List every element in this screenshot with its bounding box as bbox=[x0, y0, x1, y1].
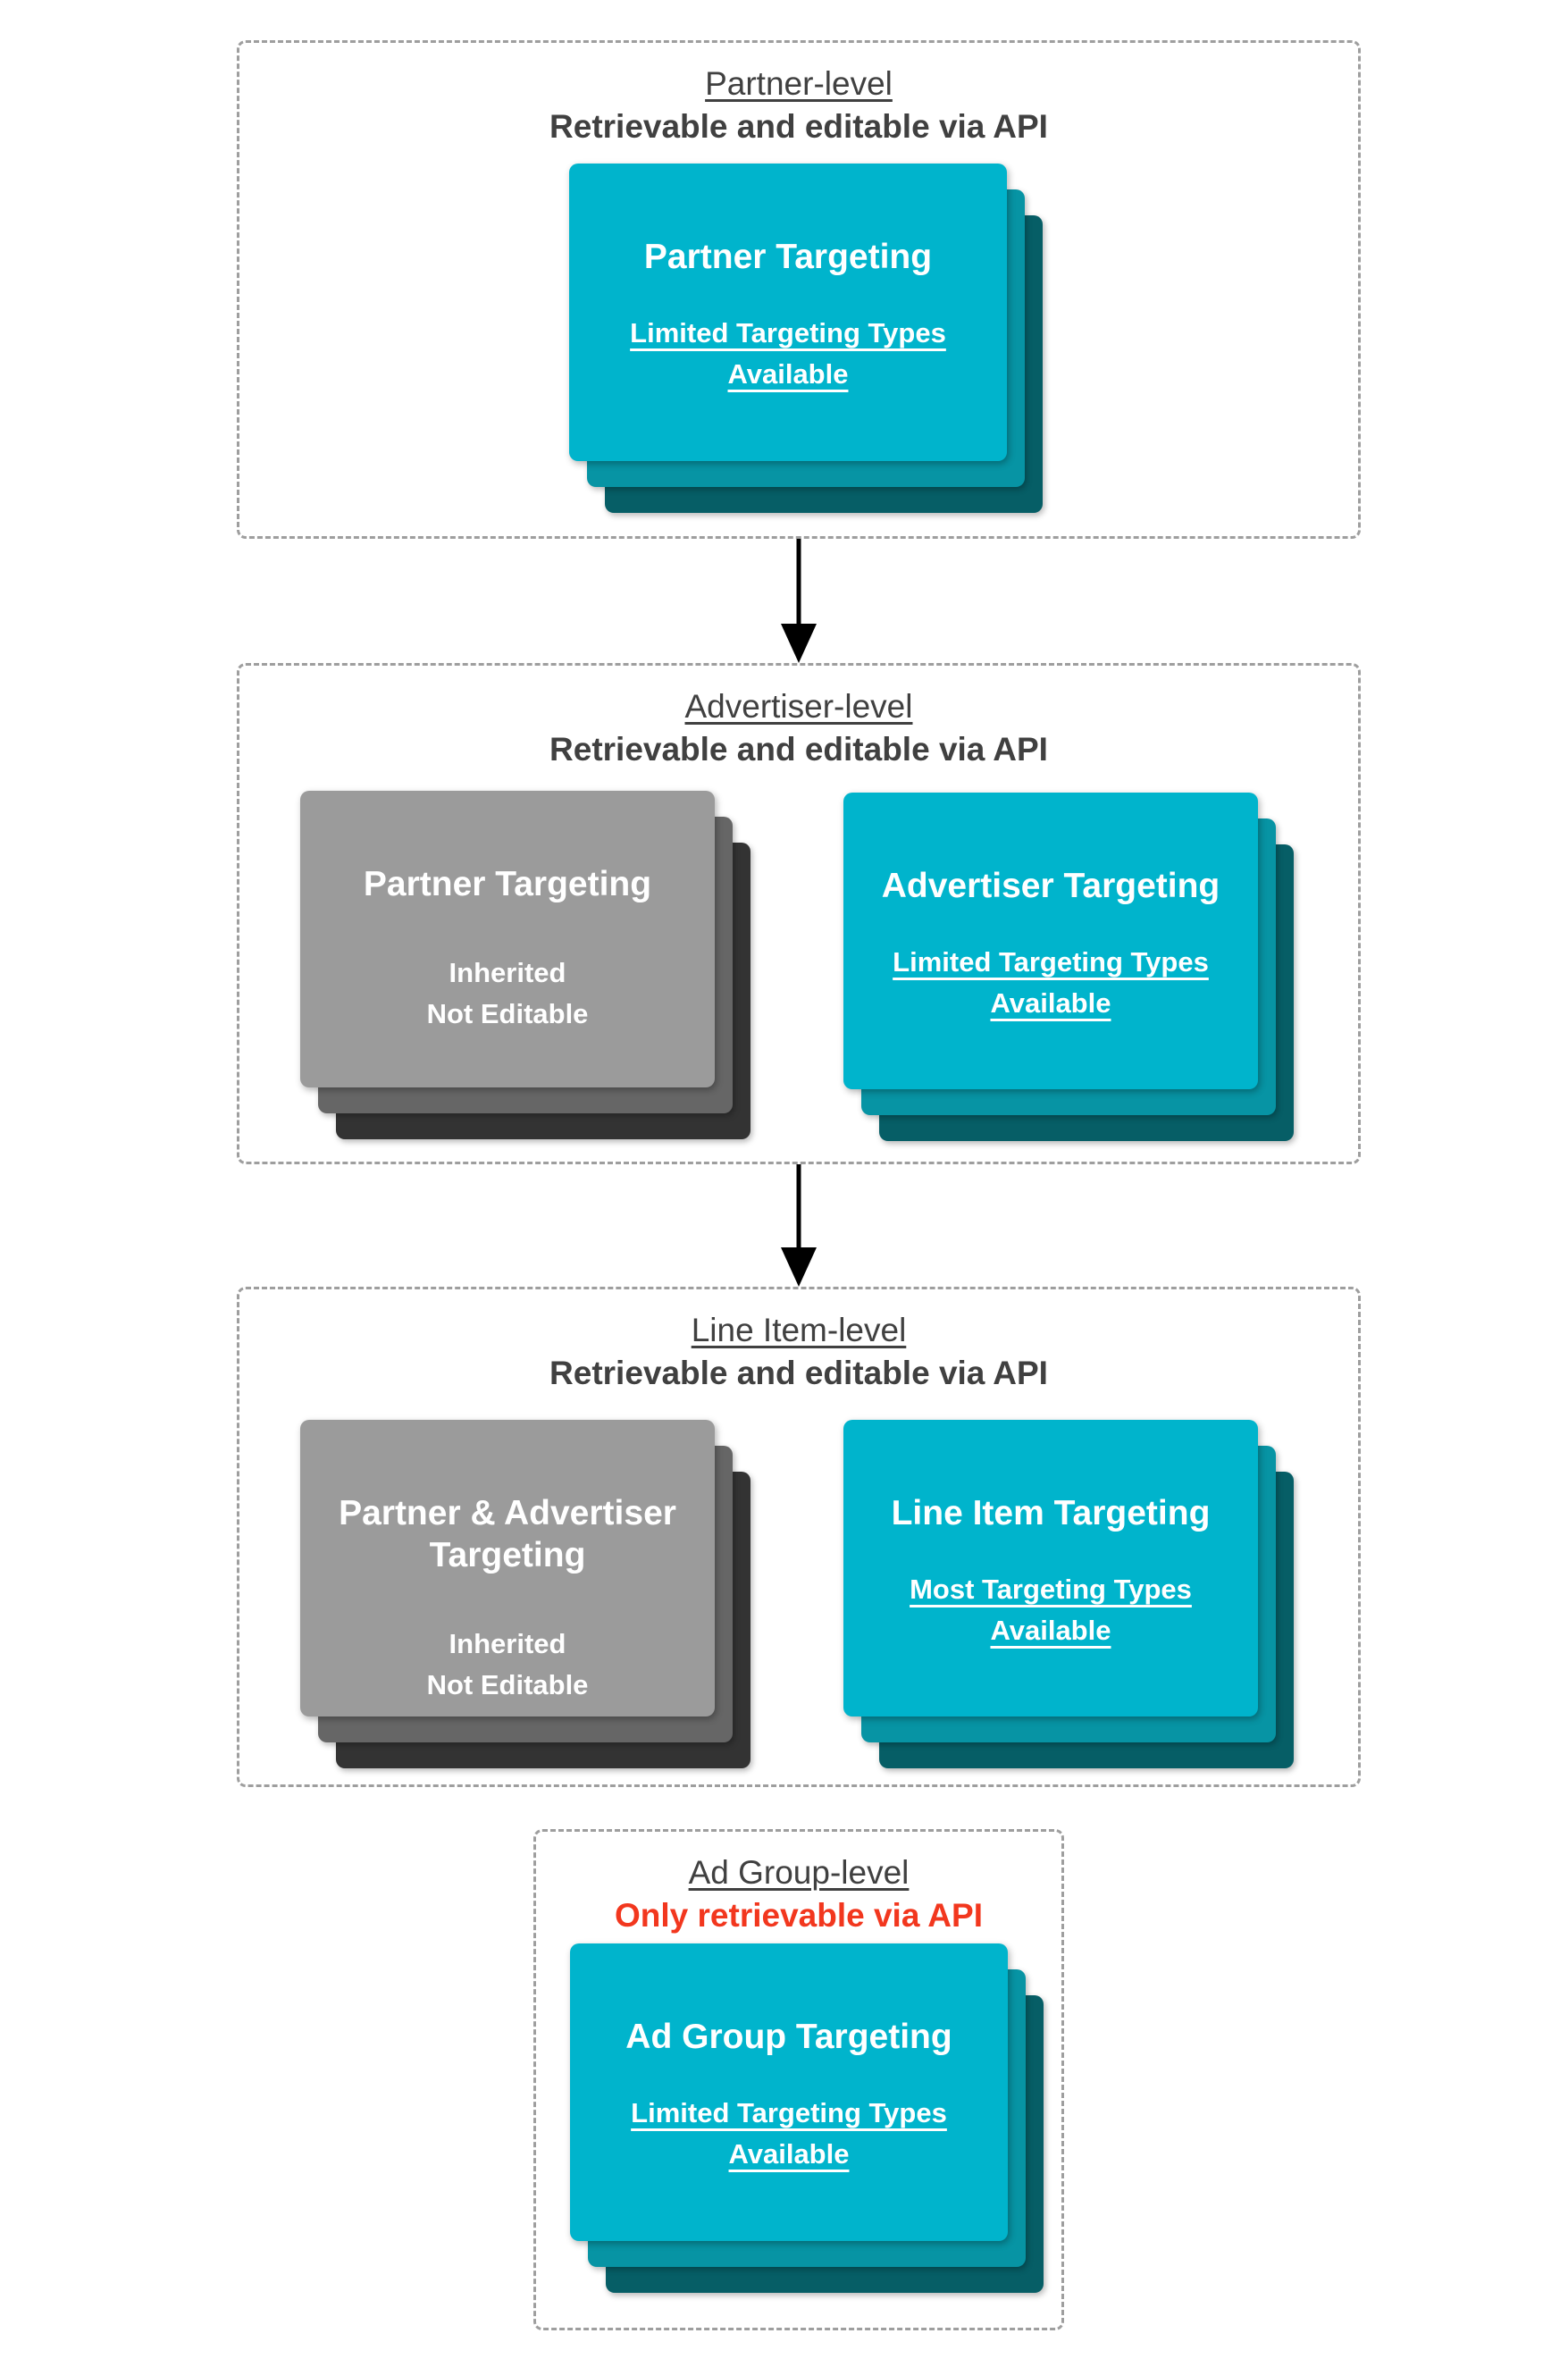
section-header: Line Item-level Retrievable and editable… bbox=[239, 1309, 1358, 1395]
card-title: Line Item Targeting bbox=[891, 1494, 1211, 1532]
section-subtitle: Retrievable and editable via API bbox=[549, 108, 1048, 146]
card-stack-line-item-targeting: Line Item Targeting Most Targeting Types… bbox=[843, 1420, 1294, 1768]
card-inherited-partner-advertiser-targeting: Partner & Advertiser Targeting Inherited… bbox=[300, 1420, 715, 1716]
card-line-item-targeting: Line Item Targeting Most Targeting Types… bbox=[843, 1420, 1258, 1716]
card-ad-group-targeting: Ad Group Targeting Limited Targeting Typ… bbox=[570, 1943, 1008, 2241]
card-note: Most Targeting Types Available bbox=[910, 1569, 1192, 1652]
card-note-line: Inherited bbox=[449, 1627, 566, 1659]
card-title: Ad Group Targeting bbox=[625, 2018, 952, 2056]
card-stack-partner-targeting: Partner Targeting Limited Targeting Type… bbox=[569, 164, 1043, 513]
card-stack-advertiser-targeting: Advertiser Targeting Limited Targeting T… bbox=[843, 793, 1294, 1141]
section-header: Ad Group-level Only retrievable via API bbox=[536, 1851, 1061, 1937]
flow-arrow-partner-to-advertiser bbox=[781, 539, 817, 663]
card-title: Partner & Advertiser Targeting bbox=[339, 1494, 676, 1574]
card-note-line: Available bbox=[728, 2138, 850, 2170]
card-stack-inherited-partner-advertiser-targeting: Partner & Advertiser Targeting Inherited… bbox=[300, 1420, 750, 1768]
card-note: Limited Targeting Types Available bbox=[631, 2093, 947, 2176]
section-title: Advertiser-level bbox=[684, 688, 913, 725]
card-note: Limited Targeting Types Available bbox=[630, 313, 946, 396]
card-inherited-partner-targeting: Partner Targeting Inherited Not Editable bbox=[300, 791, 715, 1087]
section-line-item-level: Line Item-level Retrievable and editable… bbox=[237, 1287, 1361, 1787]
card-partner-targeting: Partner Targeting Limited Targeting Type… bbox=[569, 164, 1007, 461]
section-subtitle: Only retrievable via API bbox=[615, 1897, 983, 1935]
card-note: Inherited Not Editable bbox=[427, 1624, 589, 1707]
card-note: Limited Targeting Types Available bbox=[893, 942, 1209, 1025]
card-note-line: Inherited bbox=[449, 956, 566, 988]
card-stack-ad-group-targeting: Ad Group Targeting Limited Targeting Typ… bbox=[570, 1943, 1044, 2293]
section-title: Partner-level bbox=[705, 65, 893, 102]
section-ad-group-level: Ad Group-level Only retrievable via API … bbox=[533, 1829, 1064, 2330]
card-note-line: Available bbox=[990, 1615, 1111, 1647]
section-subtitle: Retrievable and editable via API bbox=[549, 1355, 1048, 1392]
card-note-line: Limited Targeting Types bbox=[630, 316, 946, 348]
section-advertiser-level: Advertiser-level Retrievable and editabl… bbox=[237, 663, 1361, 1164]
section-partner-level: Partner-level Retrievable and editable v… bbox=[237, 40, 1361, 539]
card-note-line: Available bbox=[990, 987, 1111, 1020]
card-note-line: Not Editable bbox=[426, 1669, 589, 1701]
card-note-line: Not Editable bbox=[426, 998, 589, 1030]
card-note: Inherited Not Editable bbox=[427, 953, 589, 1036]
flow-arrow-advertiser-to-line-item bbox=[781, 1164, 817, 1287]
card-note-line: Limited Targeting Types bbox=[631, 2096, 947, 2128]
card-note-line: Limited Targeting Types bbox=[893, 945, 1209, 978]
card-title: Advertiser Targeting bbox=[881, 867, 1220, 905]
section-header: Advertiser-level Retrievable and editabl… bbox=[239, 685, 1358, 771]
card-stack-inherited-partner-targeting: Partner Targeting Inherited Not Editable bbox=[300, 791, 750, 1139]
card-note-line: Most Targeting Types bbox=[910, 1573, 1192, 1605]
card-note-line: Available bbox=[727, 358, 849, 390]
section-title: Line Item-level bbox=[691, 1312, 907, 1348]
card-title: Partner Targeting bbox=[363, 865, 652, 903]
section-title: Ad Group-level bbox=[688, 1854, 910, 1891]
card-title: Partner Targeting bbox=[643, 238, 933, 276]
section-header: Partner-level Retrievable and editable v… bbox=[239, 63, 1358, 148]
section-subtitle: Retrievable and editable via API bbox=[549, 731, 1048, 768]
card-advertiser-targeting: Advertiser Targeting Limited Targeting T… bbox=[843, 793, 1258, 1089]
